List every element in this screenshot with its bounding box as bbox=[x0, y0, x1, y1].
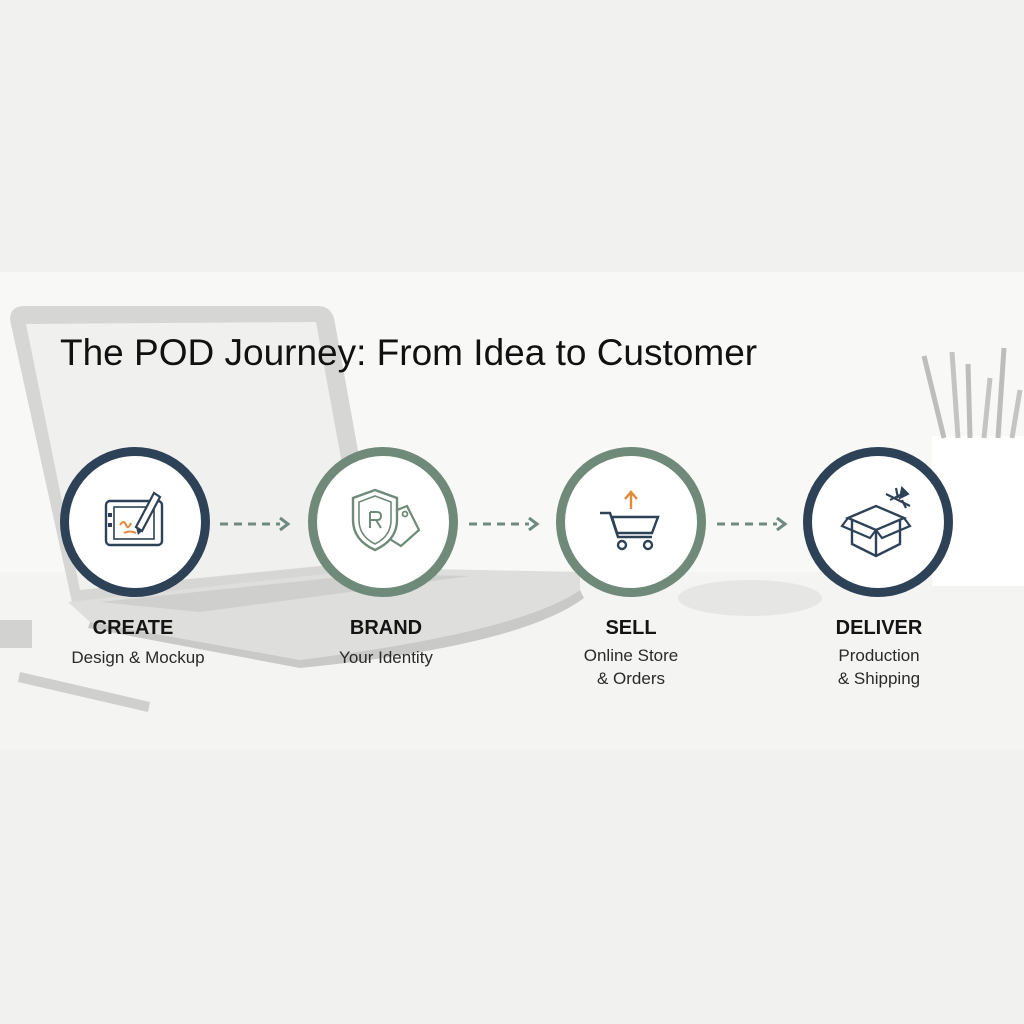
trademark-shield-tag-icon bbox=[351, 488, 421, 552]
create-step-circle bbox=[60, 447, 210, 597]
pencil-cup-illustration bbox=[921, 347, 1024, 586]
shipping-box-icon bbox=[840, 485, 912, 558]
brand-step-description: Your Identity bbox=[339, 648, 433, 667]
brand-step-label: BRAND bbox=[349, 617, 423, 639]
journey-banner: The POD Journey: From Idea to Customer C… bbox=[0, 272, 1024, 750]
mouse-illustration bbox=[678, 580, 822, 616]
deliver-step-description: Production & Shipping bbox=[837, 646, 921, 688]
sell-step-description: Online Store & Orders bbox=[583, 646, 679, 688]
drawing-tablet-icon bbox=[104, 491, 164, 547]
shopping-cart-icon bbox=[600, 490, 660, 551]
arrow-connector-3 bbox=[717, 516, 788, 532]
deliver-step-label: DELIVER bbox=[835, 617, 923, 639]
arrow-connector-2 bbox=[469, 516, 540, 532]
sell-step-circle bbox=[556, 447, 706, 597]
page-title: The POD Journey: From Idea to Customer bbox=[60, 332, 758, 373]
brand-step-circle bbox=[308, 447, 458, 597]
deliver-step-circle bbox=[803, 447, 953, 597]
create-step-label: CREATE bbox=[92, 617, 174, 639]
sell-step-label: SELL bbox=[605, 617, 657, 639]
create-step-description: Design & Mockup bbox=[71, 648, 205, 667]
arrow-connector-1 bbox=[220, 516, 291, 532]
pen-illustration bbox=[18, 672, 150, 712]
notebook-illustration bbox=[0, 620, 32, 648]
